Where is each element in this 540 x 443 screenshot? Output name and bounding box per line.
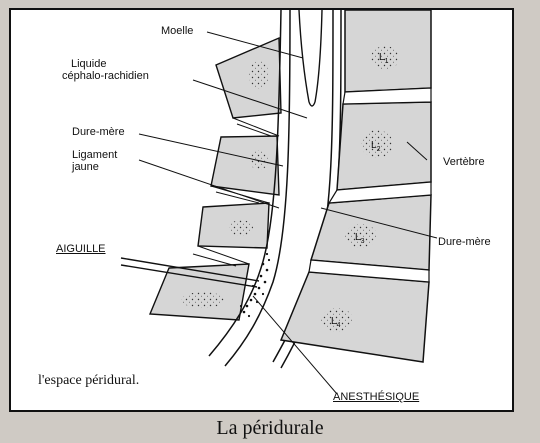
arch-block-2: [210, 135, 280, 196]
vertebral-body-L4: [279, 271, 430, 363]
label-vertebre: Vertèbre: [443, 156, 485, 168]
arch-block-1: [215, 36, 282, 119]
label-liquide: Liquide: [71, 58, 107, 70]
label-jaune: jaune: [72, 161, 99, 173]
label-ligament: Ligament: [72, 149, 118, 161]
figure-note: l'espace péridural.: [38, 373, 140, 388]
vertebra-marker-L4: L4: [331, 316, 341, 329]
label-dure-mere-left: Dure-mère: [72, 126, 125, 138]
body-speckles: [321, 46, 399, 332]
arch-speckles: [181, 61, 269, 308]
label-moelle: Moelle: [161, 25, 194, 37]
vertebra-marker-L1: L1: [379, 52, 389, 65]
figure-panel: Moelle Liquide céphalo-rachidien Dure-mè…: [9, 8, 514, 412]
anesthetic-deposit: [239, 252, 271, 318]
label-anesthesique: ANESTHÉSIQUE: [333, 391, 420, 403]
leader-lines: [138, 31, 438, 395]
needle: [120, 257, 260, 288]
label-aiguille: AIGUILLE: [56, 243, 106, 255]
arch-block-4: [148, 263, 250, 321]
vertebra-marker-L3: L3: [355, 232, 365, 245]
figure-caption: La péridurale: [216, 417, 324, 439]
vertebra-marker-L2: L2: [371, 140, 381, 153]
spinal-cord: [298, 10, 323, 107]
spine-illustration: [120, 10, 438, 395]
label-dure-mere-right: Dure-mère: [438, 236, 491, 248]
dura-left: [208, 10, 291, 367]
intervertebral-discs: [308, 87, 432, 283]
label-cephalo-rachidien: céphalo-rachidien: [62, 70, 149, 82]
